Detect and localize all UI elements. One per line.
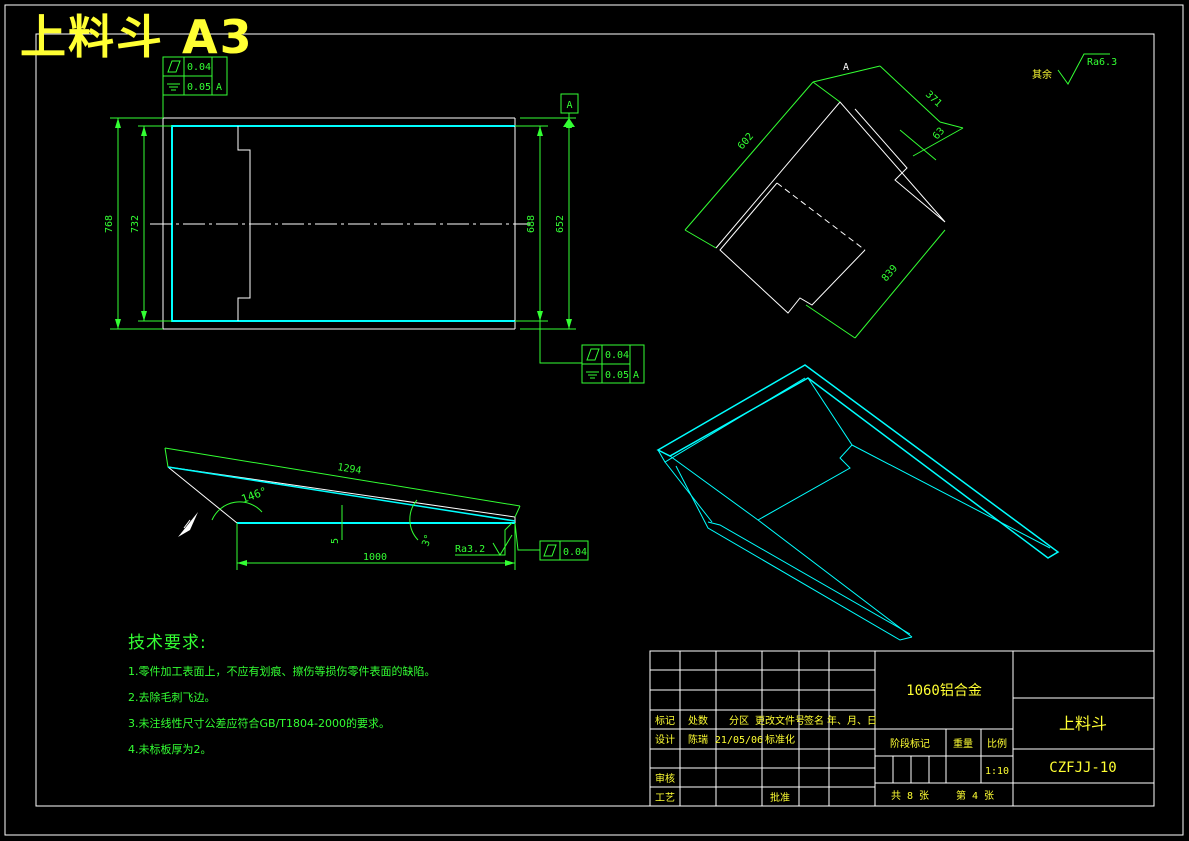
tb-designer-label: 设计 xyxy=(655,733,675,746)
surface-finish-symbol xyxy=(1057,53,1110,85)
iso-3d-view xyxy=(656,364,1060,641)
dim-839: 839 xyxy=(880,263,900,284)
tb-date-header: 年、月、日 xyxy=(827,714,877,727)
roughness-label: Ra3.2 xyxy=(455,544,485,555)
dim-652: 652 xyxy=(555,215,566,233)
tb-stage-mark: 阶段标记 xyxy=(890,737,930,750)
tol-mid-datum: A xyxy=(633,370,639,381)
tb-designer: 陈瑞 xyxy=(688,733,708,746)
tb-zone: 分区 xyxy=(729,715,749,727)
dim-768: 768 xyxy=(104,215,115,233)
datum-a-label: A xyxy=(566,100,572,111)
dim-371: 371 xyxy=(923,89,944,109)
dim-732: 732 xyxy=(130,215,141,233)
iso-label-a: A xyxy=(843,62,849,73)
tolerance-frame-mid xyxy=(581,344,645,384)
inner-border xyxy=(35,33,1155,807)
drawing-title: 上料斗 A3 xyxy=(20,10,254,64)
tb-signature: 签名 xyxy=(804,714,824,727)
flatness-icon xyxy=(586,348,600,361)
outer-border xyxy=(4,4,1184,836)
top-view xyxy=(110,84,582,364)
tb-design-date: 21/05/06 xyxy=(715,735,763,746)
material-label: 1060铝合金 xyxy=(906,683,982,699)
tb-weight: 重量 xyxy=(953,737,973,750)
iso-view xyxy=(684,65,964,339)
tol-side-flatness: 0.04 xyxy=(563,547,587,558)
title-block xyxy=(649,650,1155,807)
notes-heading: 技术要求: xyxy=(128,633,207,653)
tolerance-frame-top xyxy=(162,56,228,96)
tol-top-parallel: 0.05 xyxy=(187,82,211,93)
tb-approve: 批准 xyxy=(770,791,790,804)
dim-688: 688 xyxy=(526,215,537,233)
dim-602: 602 xyxy=(736,131,756,152)
note-item: 2.去除毛刺飞边。 xyxy=(128,691,216,704)
tb-review: 审核 xyxy=(655,772,675,785)
tolerance-frame-side xyxy=(539,540,589,561)
tb-count: 处数 xyxy=(688,714,708,727)
flatness-icon xyxy=(543,544,557,557)
tb-scale: 1:10 xyxy=(985,766,1009,777)
flatness-icon xyxy=(167,60,181,73)
datum-a-box xyxy=(560,93,579,114)
tb-mark: 标记 xyxy=(655,715,675,727)
drawing-number: CZFJJ-10 xyxy=(1049,760,1116,776)
dim-thickness-5: 5 xyxy=(330,538,341,544)
tb-standardize: 标准化 xyxy=(765,733,795,746)
tol-mid-parallel: 0.05 xyxy=(605,370,629,381)
note-item: 4.未标板厚为2。 xyxy=(128,743,212,756)
tb-process: 工艺 xyxy=(655,792,675,804)
tol-top-datum: A xyxy=(216,82,222,93)
tol-top-flatness: 0.04 xyxy=(187,62,211,73)
tb-sheet-no: 第 4 张 xyxy=(956,789,994,802)
surface-rest-label: 其余 xyxy=(1032,68,1052,81)
side-view xyxy=(164,447,540,570)
part-name: 上料斗 xyxy=(1059,714,1107,733)
dim-angle-3: 3° xyxy=(420,533,434,548)
note-item: 1.零件加工表面上，不应有划痕、擦伤等损伤零件表面的缺陷。 xyxy=(128,665,436,678)
dim-1294: 1294 xyxy=(337,462,363,477)
tb-total-sheets: 共 8 张 xyxy=(891,790,929,802)
tol-mid-flatness: 0.04 xyxy=(605,350,629,361)
surface-rest-value: Ra6.3 xyxy=(1087,57,1117,68)
note-item: 3.未注线性尺寸公差应符合GB/T1804-2000的要求。 xyxy=(128,717,390,730)
dim-angle-146: 146° xyxy=(240,485,269,506)
technical-requirements: 技术要求: 1.零件加工表面上，不应有划痕、擦伤等损伤零件表面的缺陷。 2.去除… xyxy=(128,628,436,767)
dim-1000: 1000 xyxy=(363,552,387,563)
tb-change-doc: 更改文件号 xyxy=(755,714,805,727)
dim-63: 63 xyxy=(931,126,947,142)
tb-scale-label: 比例 xyxy=(987,737,1007,750)
